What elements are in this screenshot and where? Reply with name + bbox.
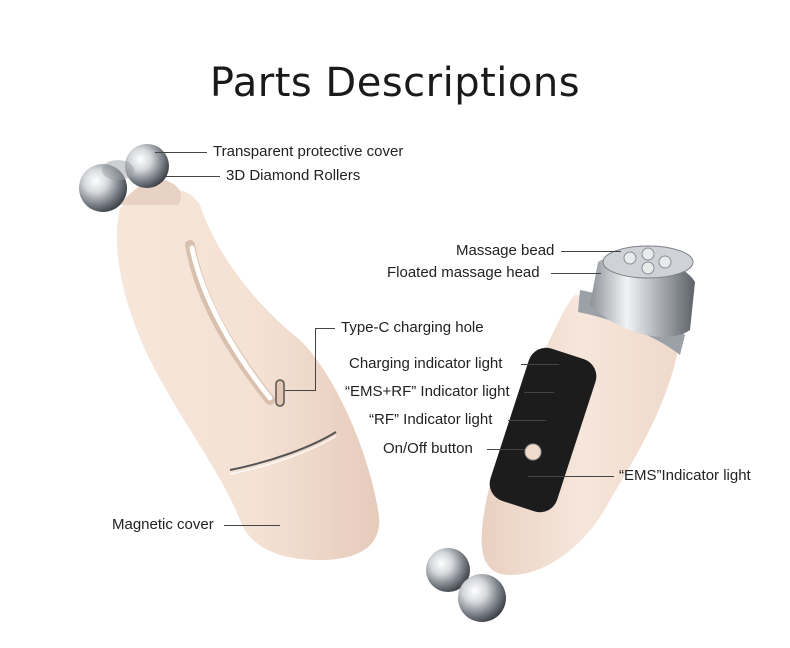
massage-bead-4: [641, 261, 655, 275]
label-ems-rf-light: “EMS+RF” Indicator light: [345, 383, 510, 400]
page-title: Parts Descriptions: [209, 60, 581, 106]
label-magnetic-cover: Magnetic cover: [112, 516, 214, 533]
label-type-c: Type-C charging hole: [341, 319, 484, 336]
right-roller-1: [426, 548, 470, 592]
right-roller-2: [458, 574, 506, 622]
label-diamond-rollers: 3D Diamond Rollers: [226, 167, 361, 184]
label-floated-head: Floated massage head: [387, 264, 540, 281]
label-rf-light: “RF” Indicator light: [369, 411, 493, 428]
left-roller-2: [125, 144, 169, 188]
massage-bead-2: [641, 247, 655, 261]
label-onoff: On/Off button: [383, 440, 473, 457]
label-ems-light: “EMS”Indicator light: [619, 467, 751, 484]
right-device: [426, 245, 695, 622]
left-device: [79, 144, 380, 560]
label-massage-bead: Massage bead: [456, 242, 555, 259]
massage-bead-1: [623, 251, 637, 265]
power-button[interactable]: [524, 443, 542, 461]
control-panel: [489, 347, 597, 513]
label-transparent-cover: Transparent protective cover: [213, 143, 404, 160]
label-charging-light: Charging indicator light: [349, 355, 503, 372]
massage-bead-3: [658, 255, 672, 269]
